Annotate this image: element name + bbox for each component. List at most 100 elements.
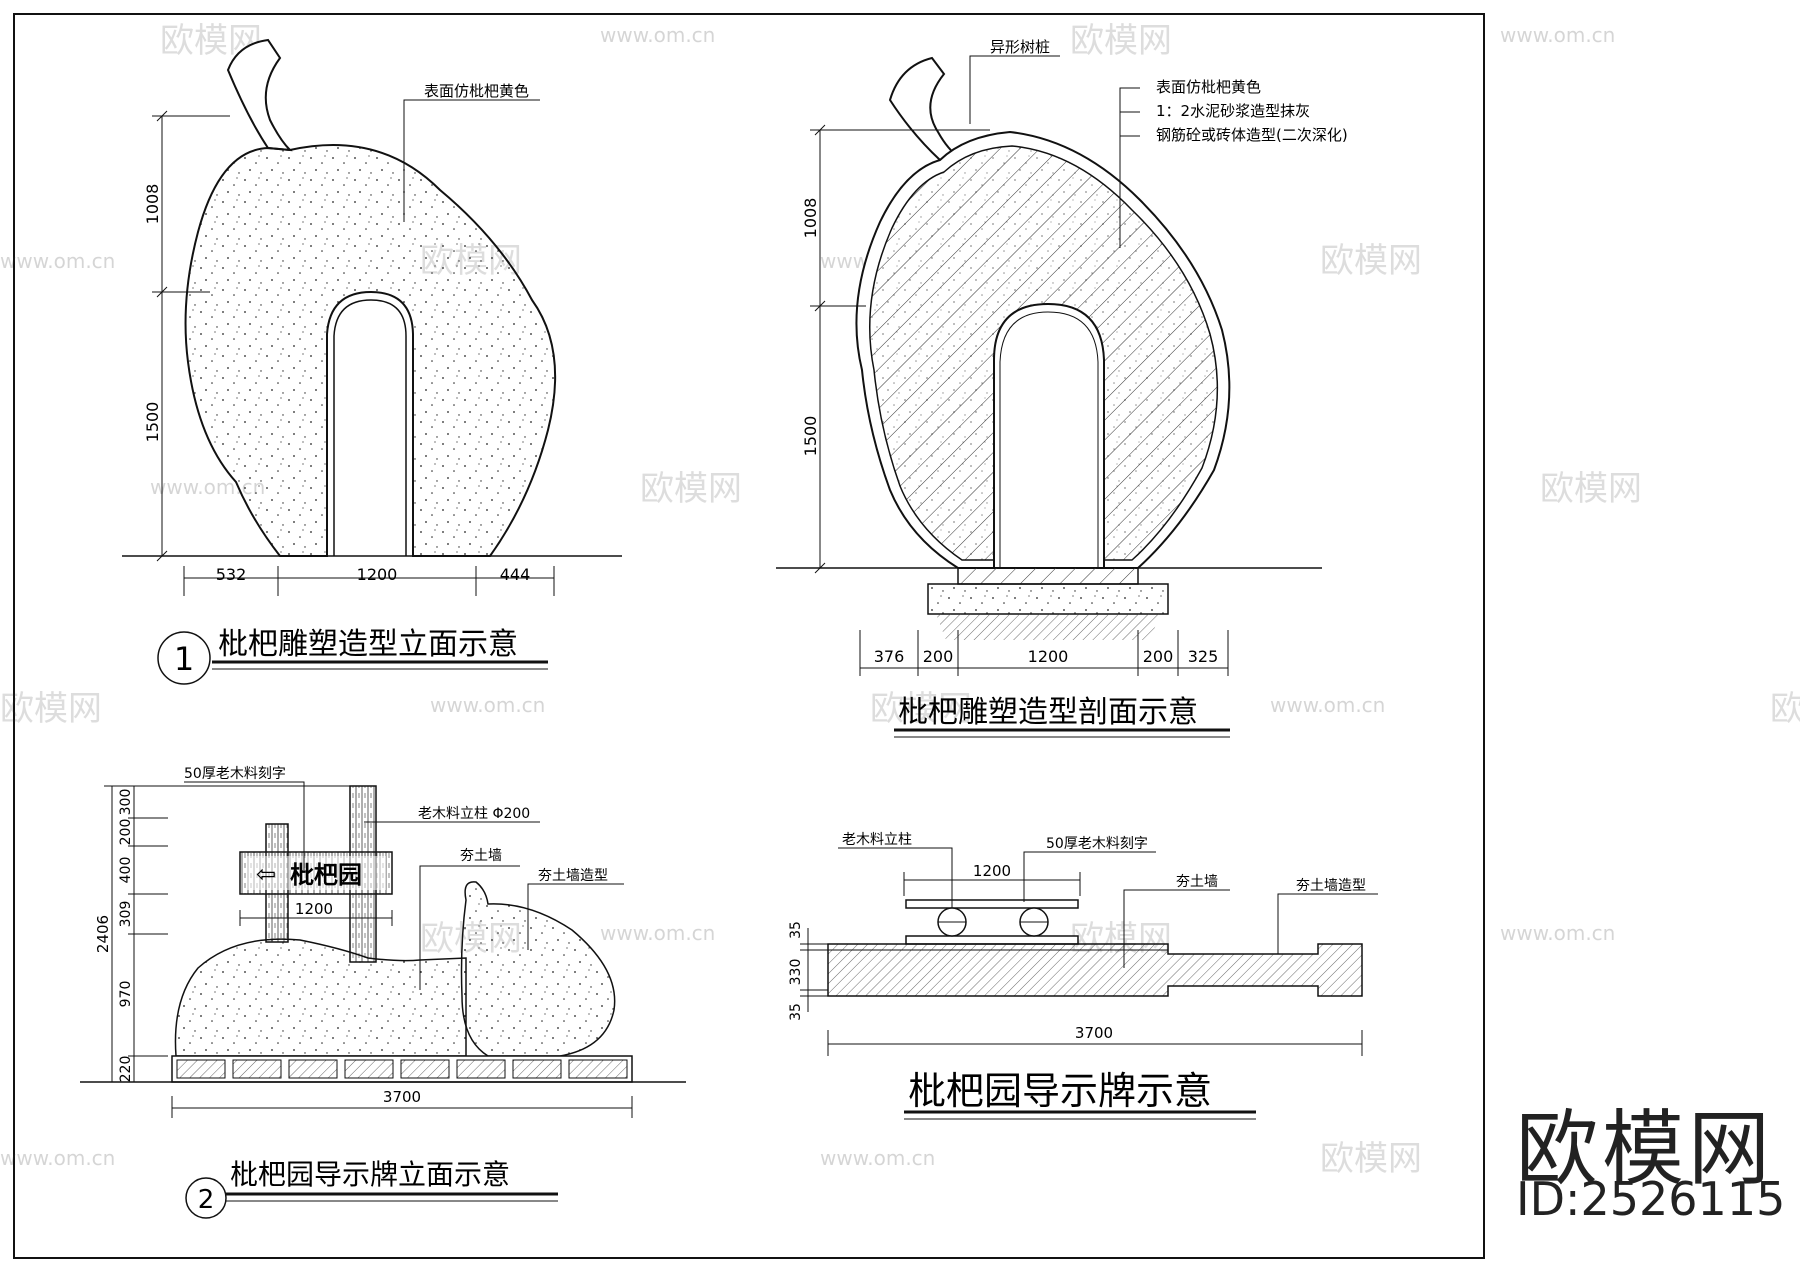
section-body-stipple <box>869 146 1218 560</box>
section-neck <box>957 568 1139 585</box>
drawing-number: 1 <box>174 640 194 678</box>
watermark-layer: 欧模网 欧模网 欧模网 欧模网 欧模网 欧模网 欧模网 欧模网 欧模网 欧模网 … <box>0 21 1800 1179</box>
dim-1008: 1008 <box>143 184 162 225</box>
watermark-site: www.om.cn <box>0 1146 115 1170</box>
watermark-site: www.om.cn <box>0 249 115 273</box>
watermark-id: ID:2526115 <box>1516 1172 1786 1226</box>
vertical-dimension <box>152 110 230 562</box>
plan-board-base <box>905 935 1079 945</box>
dim-444: 444 <box>500 565 531 584</box>
drawing-title: 枇杷园导示牌示意 <box>908 1069 1212 1113</box>
footing <box>927 583 1169 615</box>
dim-1500: 1500 <box>801 416 820 457</box>
plan-board <box>905 899 1079 909</box>
watermark-site: www.om.cn <box>430 693 545 717</box>
drawing-title: 枇杷园导示牌立面示意 <box>230 1158 510 1191</box>
watermark-brand: 欧模网 <box>1770 689 1800 729</box>
vertical-dimension <box>104 785 350 1083</box>
dim-309: 309 <box>118 901 134 928</box>
dim-1500: 1500 <box>143 402 162 443</box>
dim-35: 35 <box>788 921 804 939</box>
drawing-title: 枇杷雕塑造型立面示意 <box>218 627 518 662</box>
plan-wall <box>827 943 1363 997</box>
horizontal-dimension <box>859 630 1229 676</box>
dim-1200: 1200 <box>1028 647 1069 666</box>
note-stump: 异形树桩 <box>990 38 1050 56</box>
drawing-number-circle <box>157 631 211 685</box>
leader-line <box>1119 87 1140 248</box>
leader-line <box>419 865 520 990</box>
dim-200: 200 <box>923 647 954 666</box>
horizontal-dimension <box>171 1096 633 1118</box>
horizontal-dimension <box>183 566 555 596</box>
note-post: 老木料立柱 <box>842 832 912 848</box>
loquat-stem <box>226 38 293 152</box>
note-carving: 50厚老木料刻字 <box>1046 836 1148 852</box>
vertical-dimension <box>800 928 828 1012</box>
note-carving: 50厚老木料刻字 <box>184 766 286 782</box>
dim-330: 330 <box>788 959 804 986</box>
drawing-title: 枇杷雕塑造型剖面示意 <box>898 695 1198 730</box>
dim-970: 970 <box>118 981 134 1008</box>
watermark-brand: 欧模网 <box>640 469 742 509</box>
dim-1200: 1200 <box>295 900 333 918</box>
watermark-brand: 欧模网 <box>0 689 102 729</box>
loquat-elevation: 1008 1500 532 1200 444 表面仿枇杷黄色 1 枇杷雕塑造型立… <box>122 38 622 685</box>
horizontal-dimension <box>827 1030 1363 1056</box>
section-arch <box>993 302 1105 569</box>
note-wall-shape: 夯土墙造型 <box>538 868 608 884</box>
dim-325: 325 <box>1188 647 1219 666</box>
watermark-brand: 欧模网 <box>1320 1139 1422 1179</box>
vertical-dimension <box>810 124 990 574</box>
watermark-site-layer: www.om.cn www.om.cn www.om.cn www.om.cn … <box>0 23 1615 1170</box>
section-arch-inner <box>999 311 1099 568</box>
watermark-logo-text: 欧模网 <box>1516 1102 1775 1197</box>
note-surface-color: 表面仿枇杷黄色 <box>424 82 529 100</box>
leader-line <box>838 847 953 908</box>
sign-text: 枇杷园 <box>290 861 362 889</box>
leader-line <box>1023 851 1156 902</box>
sign-board-face <box>246 856 386 890</box>
note-surface-color: 表面仿枇杷黄色 <box>1156 78 1261 96</box>
dim-532: 532 <box>216 565 247 584</box>
dim-200: 200 <box>118 819 134 846</box>
loquat-wall-shape <box>460 881 616 1057</box>
leader-line <box>403 99 540 222</box>
note-mortar: 1：2水泥砂浆造型抹灰 <box>1156 102 1310 120</box>
note-wall-shape: 夯土墙造型 <box>1296 878 1366 894</box>
watermark-brand: 欧模网 <box>870 689 972 729</box>
leader-line <box>969 55 1060 124</box>
watermark-brand: 欧模网 <box>1320 241 1422 281</box>
watermark-site: www.om.cn <box>820 1146 935 1170</box>
leader-line <box>184 781 305 870</box>
horizontal-dimension <box>239 910 393 926</box>
rammed-earth-wall <box>174 938 467 1057</box>
drawing-number: 2 <box>198 1185 215 1215</box>
dim-35: 35 <box>788 1003 804 1021</box>
drawing-number-circle <box>185 1177 227 1219</box>
stump-shape <box>888 56 963 162</box>
watermark-site: www.om.cn <box>1500 921 1615 945</box>
dim-400: 400 <box>118 857 134 884</box>
arch-outline <box>333 299 407 556</box>
watermark-brand: 欧模网 <box>1540 469 1642 509</box>
dim-1200: 1200 <box>357 565 398 584</box>
watermark-site: www.om.cn <box>600 921 715 945</box>
watermark-site: www.om.cn <box>1500 23 1615 47</box>
watermark-brand: 欧模网 <box>1070 21 1172 61</box>
dim-220: 220 <box>118 1056 134 1083</box>
watermark-site: www.om.cn <box>600 23 715 47</box>
dim-1008: 1008 <box>801 198 820 239</box>
leader-line <box>1123 889 1230 968</box>
dim-376: 376 <box>874 647 905 666</box>
dim-2406: 2406 <box>94 915 112 953</box>
note-structure: 钢筋砼或砖体造型(二次深化) <box>1156 126 1348 144</box>
leader-line <box>1277 893 1378 954</box>
loquat-body <box>184 144 557 557</box>
dim-1200: 1200 <box>973 862 1011 880</box>
note-wall: 夯土墙 <box>1176 874 1218 890</box>
footing-soil <box>936 614 1160 640</box>
dim-300: 300 <box>118 789 134 816</box>
leader-line <box>527 883 624 950</box>
sign-elevation: ⇦ 枇杷园 2406 300 200 <box>80 766 686 1219</box>
